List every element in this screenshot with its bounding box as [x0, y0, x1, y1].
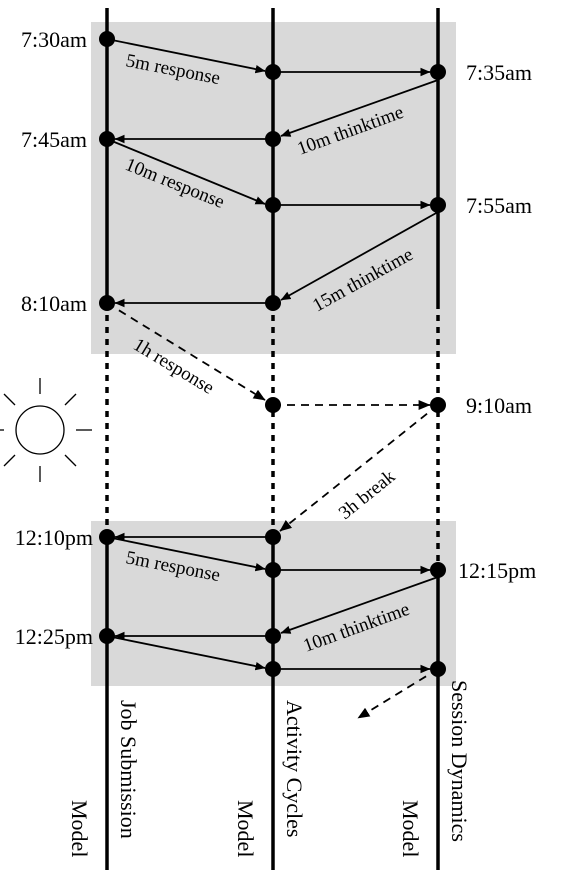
dashed-arrows — [106, 302, 439, 719]
job-submission-model-label: Model — [67, 800, 92, 857]
activity-cycles-label: Activity Cycles — [282, 700, 307, 837]
arrow-session-to-cycles — [280, 211, 439, 301]
timeline-nodes — [99, 31, 446, 677]
time-label-0755: 7:55am — [466, 193, 532, 218]
arrow-job-to-cycles — [106, 38, 266, 74]
sun-icon — [0, 378, 92, 482]
node — [430, 64, 446, 80]
arrow-job-to-cycles — [106, 138, 266, 205]
arrow-session-to-cycles — [280, 79, 439, 137]
node — [265, 197, 281, 213]
time-label-1225: 12:25pm — [15, 624, 93, 649]
node — [99, 628, 115, 644]
time-label-0910: 9:10am — [466, 393, 532, 418]
session-dynamics-model-label: Model — [398, 800, 423, 857]
arrow-3h-break — [279, 404, 439, 532]
node — [265, 397, 281, 413]
node — [265, 295, 281, 311]
time-label-1215: 12:15pm — [458, 558, 536, 583]
node — [265, 661, 281, 677]
node — [265, 628, 281, 644]
session-dynamics-label: Session Dynamics — [447, 680, 472, 842]
node — [265, 529, 281, 545]
node — [430, 661, 446, 677]
node — [430, 397, 446, 413]
time-label-0730: 7:30am — [21, 27, 87, 52]
node — [430, 562, 446, 578]
arrow-job-to-cycles — [106, 536, 266, 572]
node — [99, 529, 115, 545]
node — [265, 562, 281, 578]
node — [265, 64, 281, 80]
arrow-session-end — [357, 668, 439, 719]
node — [99, 295, 115, 311]
node — [99, 31, 115, 47]
node — [430, 197, 446, 213]
label-3h-break: 3h break — [335, 466, 400, 524]
solid-arrows — [106, 38, 439, 674]
node — [99, 131, 115, 147]
time-label-1210: 12:10pm — [15, 525, 93, 550]
activity-cycles-model-label: Model — [233, 800, 258, 857]
time-label-0735: 7:35am — [466, 60, 532, 85]
job-submission-label: Job Submission — [116, 700, 141, 839]
arrow-session-to-cycles — [280, 576, 439, 634]
arrow-1h-response — [106, 302, 266, 401]
node — [265, 131, 281, 147]
arrow-job-to-cycles — [106, 635, 266, 671]
time-label-0745: 7:45am — [21, 127, 87, 152]
time-label-0810: 8:10am — [21, 291, 87, 316]
